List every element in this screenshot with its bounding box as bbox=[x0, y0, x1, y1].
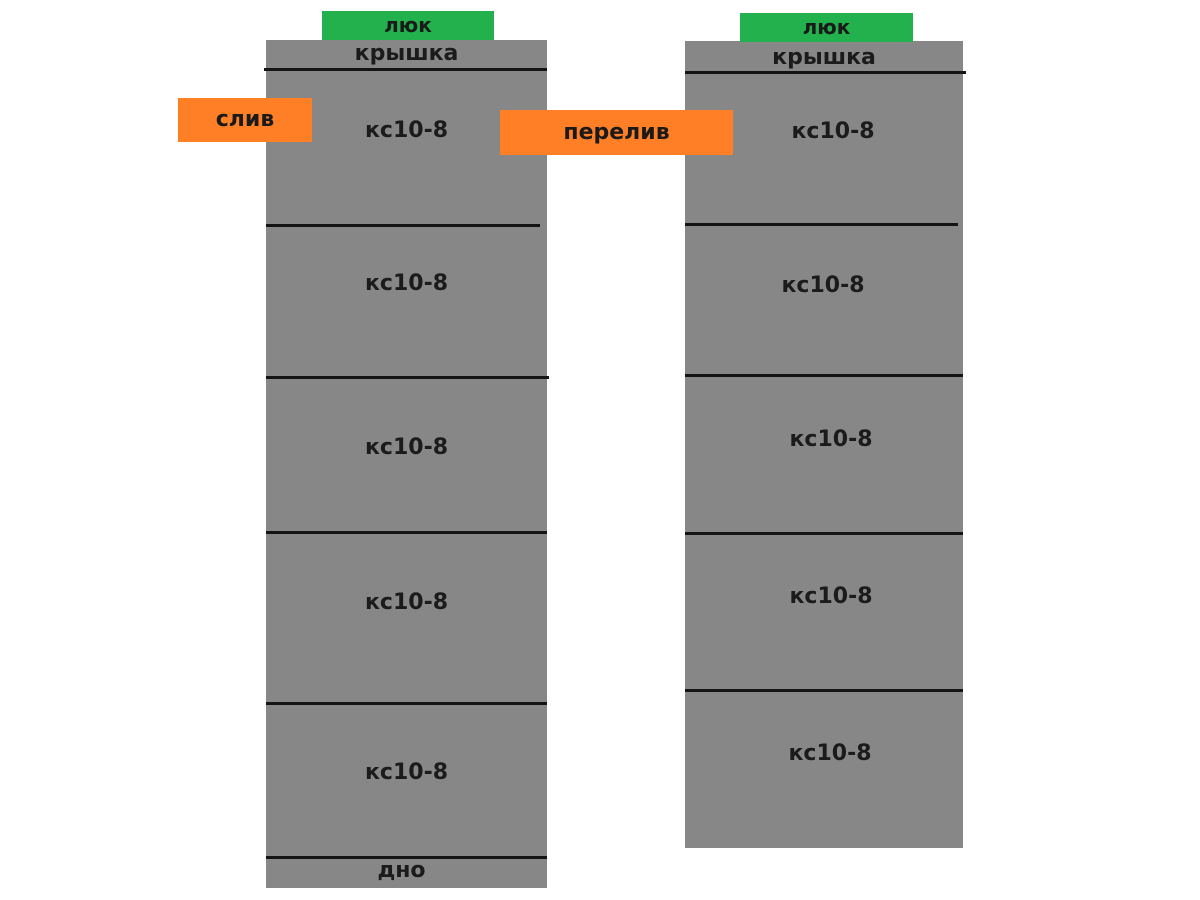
left-cover-label: крышка bbox=[354, 41, 459, 66]
left-ring-5-label: кс10-8 bbox=[364, 760, 449, 785]
right-ring-divider-1 bbox=[685, 223, 958, 226]
left-cover-divider bbox=[264, 68, 547, 71]
left-well: крышка кс10-8 кс10-8 кс10-8 кс10-8 кс10-… bbox=[264, 40, 549, 888]
left-ring-2-label: кс10-8 bbox=[364, 271, 449, 296]
left-ring-divider-2 bbox=[266, 376, 549, 379]
right-hatch: люк bbox=[740, 13, 913, 42]
right-ring-1-label: кс10-8 bbox=[791, 119, 875, 144]
right-overflow-pipe: перелив bbox=[500, 110, 733, 155]
right-ring-2-label: кс10-8 bbox=[781, 273, 865, 298]
left-ring-4-label: кс10-8 bbox=[364, 590, 449, 615]
left-ring-divider-4 bbox=[266, 702, 547, 705]
left-hatch: люк bbox=[322, 11, 494, 40]
right-ring-5-label: кс10-8 bbox=[788, 741, 872, 766]
left-ring-divider-3 bbox=[266, 531, 547, 534]
right-ring-divider-2 bbox=[685, 374, 963, 377]
left-bottom-divider bbox=[266, 856, 547, 859]
right-ring-divider-3 bbox=[685, 532, 963, 535]
right-cover-divider bbox=[685, 71, 966, 74]
left-drain-pipe: слив bbox=[178, 98, 312, 142]
right-ring-4-label: кс10-8 bbox=[789, 584, 873, 609]
right-cover-label: крышка bbox=[772, 45, 876, 70]
left-bottom-label: дно bbox=[377, 858, 426, 883]
left-ring-1-label: кс10-8 bbox=[364, 118, 449, 143]
left-ring-3-label: кс10-8 bbox=[364, 435, 449, 460]
right-ring-divider-4 bbox=[685, 689, 963, 692]
right-ring-3-label: кс10-8 bbox=[789, 427, 873, 452]
left-ring-divider-1 bbox=[266, 224, 540, 227]
right-well: крышка кс10-8 кс10-8 кс10-8 кс10-8 кс10-… bbox=[685, 41, 966, 848]
